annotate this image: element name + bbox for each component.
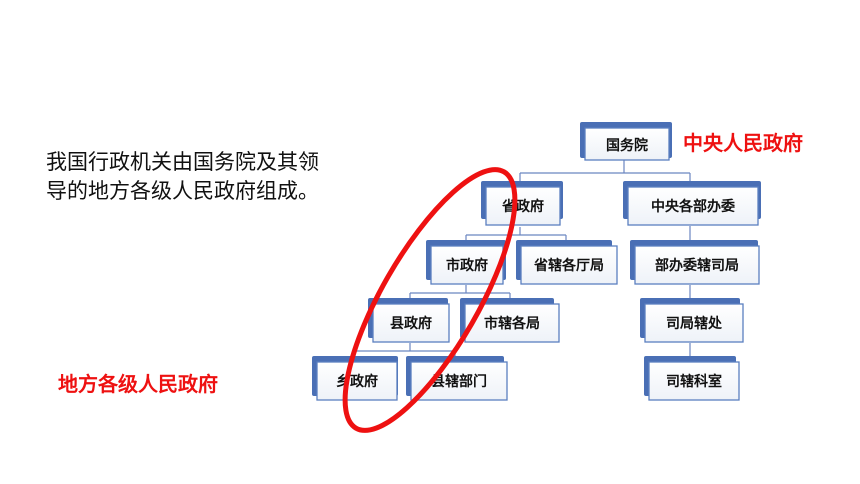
node-xiangzhengfu-label: 乡政府 bbox=[336, 373, 378, 390]
intro-text: 我国行政机关由国务院及其领 导的地方各级人民政府组成。 bbox=[46, 148, 396, 206]
node-siju-chu-label: 司局辖处 bbox=[666, 315, 723, 332]
node-xianzhengfu-label: 县政府 bbox=[390, 315, 432, 332]
node-si-keshi-label: 司辖科室 bbox=[666, 373, 722, 390]
node-si-keshi: 司辖科室 bbox=[644, 356, 740, 401]
node-shengzhengfu: 省政府 bbox=[481, 181, 563, 226]
node-shizhengfu: 市政府 bbox=[426, 240, 506, 285]
central-government-label: 中央人民政府 bbox=[683, 131, 803, 155]
intro-line-1: 我国行政机关由国务院及其领 bbox=[46, 150, 319, 174]
node-bu-siju: 部办委辖司局 bbox=[630, 240, 760, 285]
node-guowuyuan-label: 国务院 bbox=[606, 137, 648, 154]
node-shengzhengfu-label: 省政府 bbox=[501, 198, 544, 215]
node-xianzhengfu: 县政府 bbox=[368, 298, 450, 343]
node-xiangzhengfu: 乡政府 bbox=[312, 356, 398, 401]
node-sheng-tingju: 省辖各厅局 bbox=[516, 240, 618, 285]
local-government-highlight-ellipse bbox=[342, 167, 518, 433]
intro-line-2: 导的地方各级人民政府组成。 bbox=[46, 179, 319, 203]
node-shizhengfu-label: 市政府 bbox=[446, 257, 488, 274]
node-siju-chu: 司局辖处 bbox=[640, 298, 744, 343]
node-guowuyuan: 国务院 bbox=[580, 122, 672, 161]
node-zhongyang-bumen: 中央各部办委 bbox=[623, 181, 761, 226]
node-zhongyang-bumen-label: 中央各部办委 bbox=[651, 198, 735, 215]
node-xian-bumen-label: 县辖部门 bbox=[431, 373, 487, 390]
node-shi-geju: 市辖各局 bbox=[460, 298, 560, 343]
node-sheng-tingju-label: 省辖各厅局 bbox=[533, 257, 604, 274]
local-government-label: 地方各级人民政府 bbox=[58, 372, 218, 396]
node-shi-geju-label: 市辖各局 bbox=[484, 315, 540, 332]
node-bu-siju-label: 部办委辖司局 bbox=[655, 257, 739, 274]
